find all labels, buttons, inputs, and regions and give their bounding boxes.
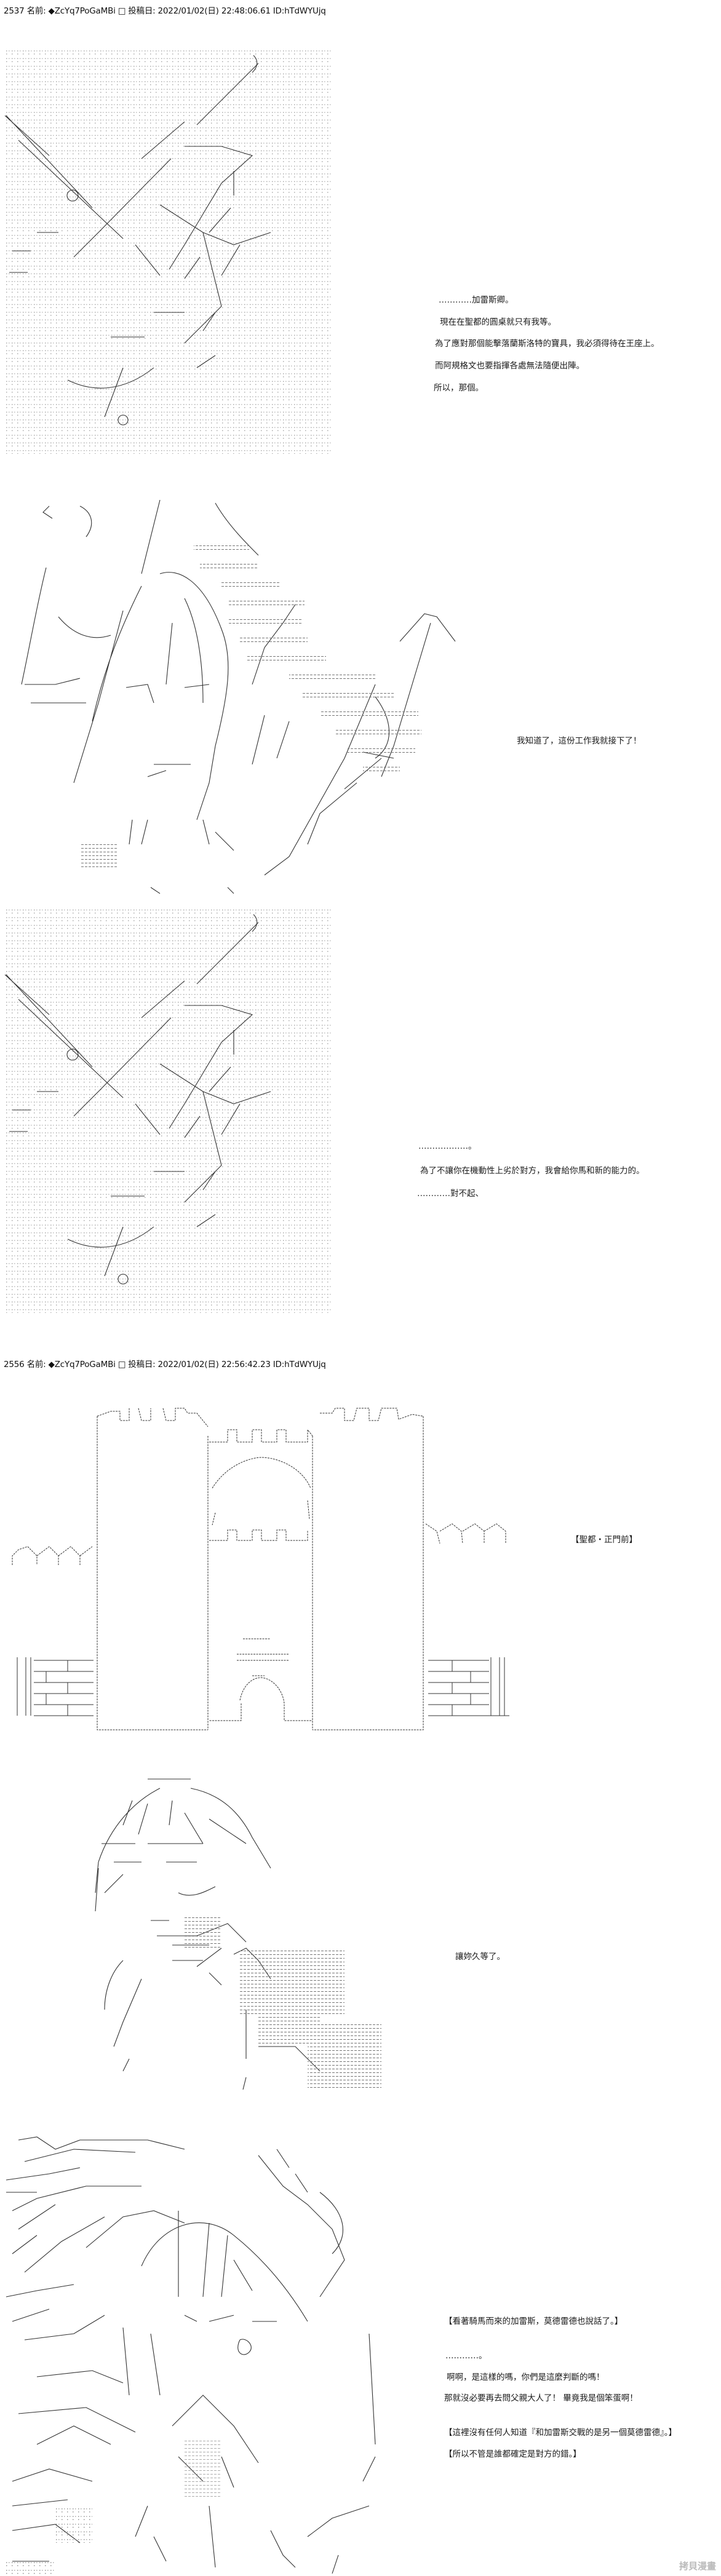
knight-ascii-art-1 [4, 47, 332, 454]
dialogue-line: 讓妳久等了。 [455, 1952, 505, 1962]
dialogue-line: 為了不讓你在機動性上劣於對方，我會給你馬和新的能力的。 [420, 1166, 645, 1176]
post-number: 2537 [4, 6, 25, 16]
date-label: 投稿日: [128, 1360, 156, 1369]
poster-id: ID:hTdWYUjq [273, 6, 326, 16]
dialogue-line: 為了應對那個能擊落蘭斯洛特的寶具，我必須得待在王座上。 [435, 339, 659, 349]
trip-code: ◆ZcYq7PoGaMBi [48, 6, 116, 16]
box-glyph: □ [118, 1360, 126, 1369]
narration-line: 【這裡沒有任何人知道『和加雷斯交戰的是另一個莫德雷德』。】 [444, 2428, 677, 2438]
name-label: 名前: [26, 6, 46, 16]
narration-line: 【所以不管是誰都確定是對方的錯。】 [444, 2449, 581, 2459]
girl-ascii-art [21, 499, 456, 894]
dialogue-line: …………。 [445, 2351, 487, 2361]
post-number: 2556 [4, 1360, 25, 1369]
dialogue-line: 啊啊，是這樣的嗎，你們是這麼判斷的嗎！ [447, 2372, 605, 2382]
brick-walls [17, 1657, 509, 1716]
box-glyph: □ [118, 6, 126, 16]
name-label: 名前: [26, 1360, 46, 1369]
dialogue-line: ………………。 [418, 1141, 477, 1151]
trip-code: ◆ZcYq7PoGaMBi [48, 1360, 116, 1369]
castle-gate-ascii-art [12, 1408, 506, 1730]
dialogue-line: 我知道了，這份工作我就接下了！ [517, 736, 642, 746]
dialogue-line: 那就沒必要再去問父親大人了！ 畢竟我是個笨蛋啊！ [444, 2393, 638, 2403]
short-hair-girl-ascii-art [95, 1778, 381, 2090]
poster-id: ID:hTdWYUjq [273, 1360, 326, 1369]
knight-ascii-art-2 [4, 906, 332, 1314]
watermark: 拷貝漫畫 [679, 2561, 716, 2572]
narration-line: 【看著騎馬而來的加雷斯，莫德雷德也說話了。】 [444, 2316, 623, 2326]
dialogue-line: …………對不起、 [417, 1189, 484, 1199]
post-datetime: 2022/01/02(日) 22:56:42.23 [157, 1360, 271, 1369]
mordred-ascii-art [6, 2136, 376, 2576]
post-datetime: 2022/01/02(日) 22:48:06.61 [157, 6, 271, 16]
location-caption: 【聖都・正門前】 [571, 1535, 637, 1545]
dialogue-line: …………加雷斯卿。 [439, 295, 514, 305]
dialogue-line: 而阿規格文也要指揮各處無法隨便出陣。 [435, 361, 584, 371]
dialogue-line: 現在在聖都的圓桌就只有我等。 [440, 317, 556, 327]
date-label: 投稿日: [128, 6, 156, 16]
dialogue-line: 所以，那個。 [434, 383, 484, 393]
